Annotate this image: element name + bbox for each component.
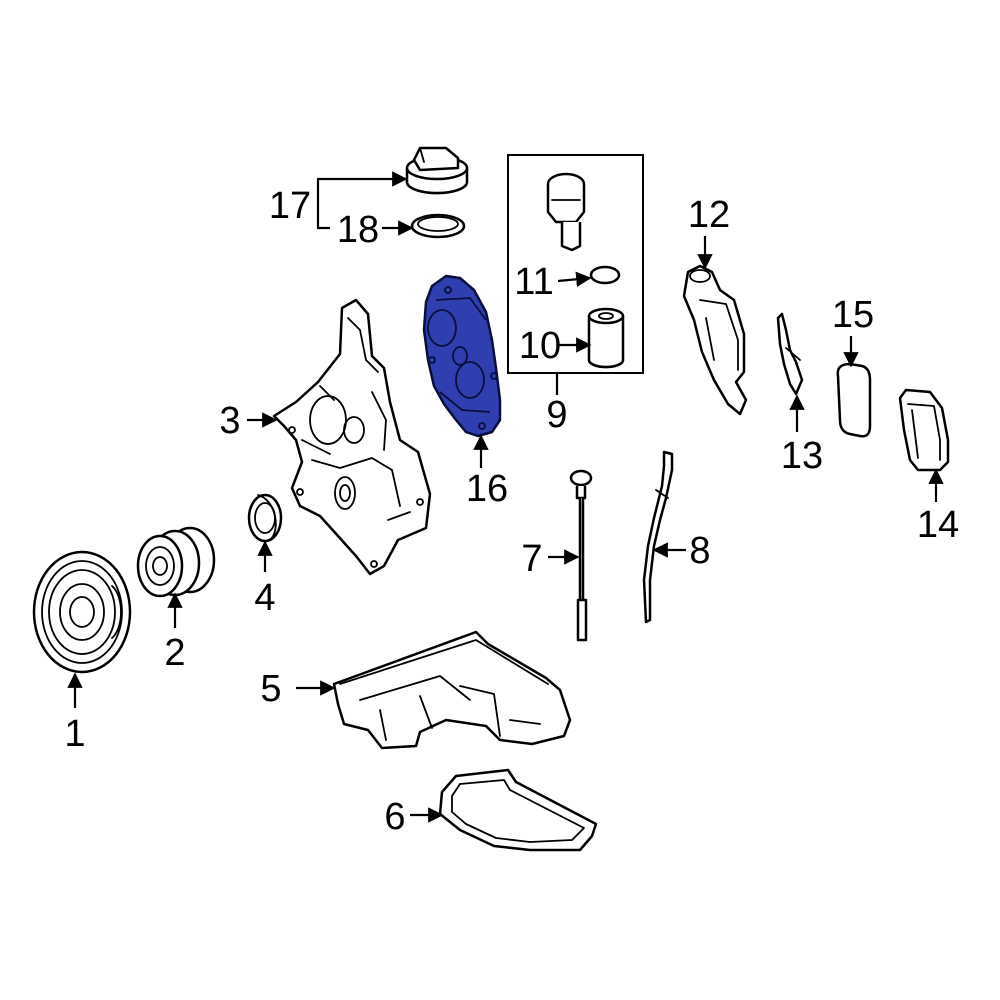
callout-3: 3 <box>219 400 240 442</box>
callout-15: 15 <box>832 294 874 336</box>
leader-lines <box>67 171 944 823</box>
callout-16: 16 <box>466 468 508 510</box>
part-8-dipstick-tube[interactable] <box>642 450 674 624</box>
callout-4: 4 <box>254 577 275 619</box>
part-3-timing-cover[interactable] <box>272 298 432 576</box>
part-10-oil-filter[interactable] <box>587 307 625 369</box>
callout-2: 2 <box>164 632 185 674</box>
callout-17: 17 <box>269 185 311 227</box>
callout-12: 12 <box>688 194 730 236</box>
callout-1: 1 <box>64 713 85 755</box>
part-15-gasket[interactable] <box>836 362 872 438</box>
kit-9-box <box>507 154 644 374</box>
callout-8: 8 <box>689 530 710 572</box>
part-4-seal[interactable] <box>247 493 283 543</box>
filter-housing-cap[interactable] <box>546 172 586 252</box>
callout-13: 13 <box>781 435 823 477</box>
callout-6: 6 <box>384 796 405 838</box>
callout-18: 18 <box>337 209 379 251</box>
callout-5: 5 <box>260 668 281 710</box>
part-2-belt-pulley[interactable] <box>136 526 216 598</box>
callout-10: 10 <box>519 325 561 367</box>
part-12-filter-housing[interactable] <box>682 264 748 416</box>
callout-labels: 1 2 3 4 5 6 7 8 9 10 11 12 13 14 15 16 1… <box>64 185 959 838</box>
part-16-oil-cooler-cover[interactable] <box>422 274 502 438</box>
callout-14: 14 <box>917 504 959 546</box>
part-14-oil-cooler[interactable] <box>898 388 950 472</box>
callout-11: 11 <box>514 261 553 303</box>
part-6-oil-pan-gasket[interactable] <box>438 768 598 852</box>
part-7-dipstick[interactable] <box>569 469 593 642</box>
part-18-seal-ring[interactable] <box>410 213 466 239</box>
callout-9: 9 <box>546 394 567 436</box>
part-13-bracket[interactable] <box>776 312 804 396</box>
part-5-oil-pan[interactable] <box>332 630 572 750</box>
part-11-o-ring[interactable] <box>589 265 621 285</box>
part-17-filler-cap[interactable] <box>405 146 469 195</box>
part-1-crankshaft-pulley[interactable] <box>32 550 132 674</box>
callout-7: 7 <box>521 538 542 580</box>
